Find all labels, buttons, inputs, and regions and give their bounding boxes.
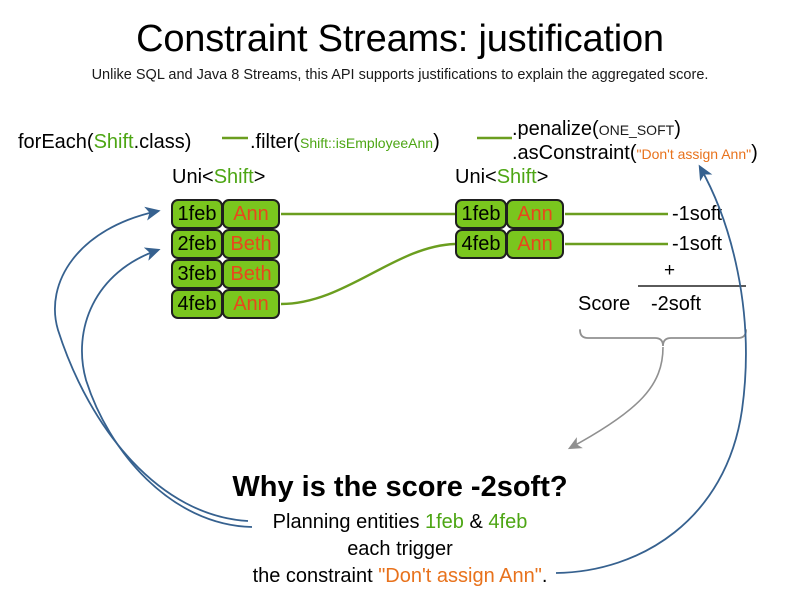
code-foreach-type: Shift — [93, 131, 134, 153]
flow-line-4feb — [280, 242, 456, 306]
penalty-score-1: -1soft — [672, 203, 723, 225]
code-filter: .filter(Shift::isEmployeeAnn) — [250, 131, 440, 154]
code-foreach-suffix: .class) — [133, 131, 192, 153]
uni-left-prefix: Uni< — [172, 166, 214, 188]
uni-label-left: Uni<Shift> — [172, 166, 265, 189]
code-filter-prefix: .filter( — [250, 131, 300, 153]
code-filter-arg: Shift::isEmployeeAnn — [300, 135, 434, 151]
shift-card[interactable]: 4feb Ann — [171, 289, 280, 319]
plus-operator: + — [664, 260, 676, 281]
explanation-constraint-name: "Don't assign Ann" — [378, 565, 542, 587]
uni-left-suffix: > — [253, 166, 266, 188]
uni-left-generic: Shift — [213, 166, 254, 188]
score-label: Score — [578, 293, 631, 315]
arrow-score-to-question — [567, 346, 664, 450]
shift-date: 4feb — [455, 229, 507, 259]
code-as-constraint: .asConstraint("Don't assign Ann") — [512, 142, 758, 165]
explanation-line-1-prefix: Planning entities — [272, 511, 425, 533]
shift-stack-left: 1feb Ann 2feb Beth 3feb Beth 4feb Ann — [171, 199, 280, 319]
explanation-line-3-suffix: . — [541, 565, 548, 587]
explanation-line-2: each trigger — [347, 538, 453, 560]
code-penalize-prefix: .penalize( — [512, 118, 599, 140]
uni-right-prefix: Uni< — [455, 166, 497, 188]
shift-employee: Ann — [222, 289, 280, 319]
shift-date: 1feb — [171, 199, 223, 229]
shift-date: 3feb — [171, 259, 223, 289]
why-heading: Why is the score -2soft? — [232, 471, 568, 503]
shift-employee: Beth — [222, 259, 280, 289]
uni-right-suffix: > — [536, 166, 549, 188]
explanation-entity-a: 1feb — [425, 511, 464, 533]
explanation-line-3-prefix: the constraint — [252, 565, 379, 587]
code-as-constraint-suffix: ) — [751, 142, 758, 164]
code-foreach-prefix: forEach( — [18, 131, 94, 153]
code-filter-suffix: ) — [433, 131, 440, 153]
shift-date: 1feb — [455, 199, 507, 229]
code-penalize-arg: ONE_SOFT — [598, 122, 675, 138]
code-foreach: forEach(Shift.class) — [18, 131, 191, 154]
penalty-score-2: -1soft — [672, 233, 723, 255]
page-subtitle: Unlike SQL and Java 8 Streams, this API … — [91, 67, 709, 83]
shift-date: 4feb — [171, 289, 223, 319]
code-as-constraint-prefix: .asConstraint( — [512, 142, 637, 164]
shift-card[interactable]: 4feb Ann — [455, 229, 564, 259]
page-title: Constraint Streams: justification — [136, 18, 664, 60]
shift-employee: Ann — [506, 229, 564, 259]
code-as-constraint-arg: "Don't assign Ann" — [636, 146, 752, 162]
shift-employee: Ann — [506, 199, 564, 229]
explanation-entity-b: 4feb — [488, 511, 528, 533]
shift-stack-right: 1feb Ann 4feb Ann — [455, 199, 564, 259]
shift-employee: Ann — [222, 199, 280, 229]
code-penalize-suffix: ) — [674, 118, 681, 140]
score-total-value: -2soft — [651, 293, 702, 315]
score-brace — [579, 329, 747, 347]
sum-rule-line — [638, 285, 746, 287]
uni-label-right: Uni<Shift> — [455, 166, 548, 189]
explanation-conjunction: & — [463, 511, 489, 533]
shift-card[interactable]: 1feb Ann — [455, 199, 564, 229]
shift-card[interactable]: 3feb Beth — [171, 259, 280, 289]
shift-card[interactable]: 2feb Beth — [171, 229, 280, 259]
uni-right-generic: Shift — [496, 166, 537, 188]
explanation-line-1: Planning entities 1feb & 4feb — [0, 511, 800, 534]
shift-date: 2feb — [171, 229, 223, 259]
explanation-line-3: the constraint "Don't assign Ann". — [0, 565, 800, 588]
code-penalize: .penalize(ONE_SOFT) — [512, 118, 681, 141]
shift-card[interactable]: 1feb Ann — [171, 199, 280, 229]
shift-employee: Beth — [222, 229, 280, 259]
